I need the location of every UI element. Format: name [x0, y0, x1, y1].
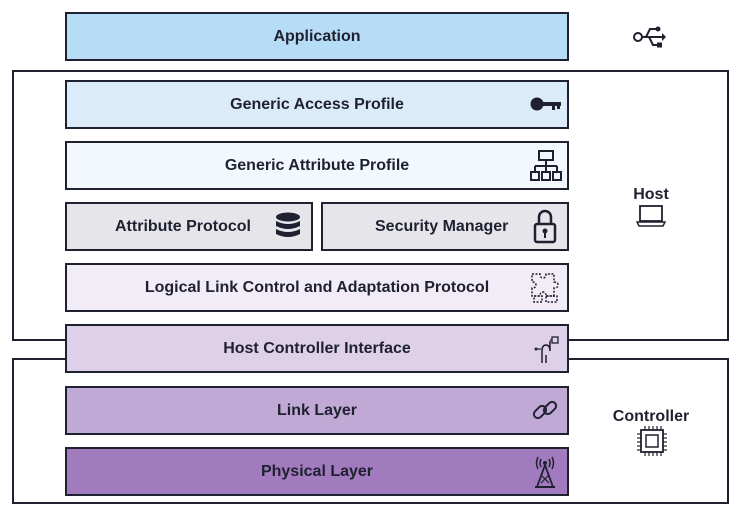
generic-access-profile-layer: Generic Access Profile: [65, 80, 569, 129]
link-icon: [532, 400, 558, 420]
application-layer: Application: [65, 12, 569, 61]
physical-layer: Physical Layer: [65, 447, 569, 496]
host-controller-interface-layer: Host Controller Interface: [65, 324, 569, 373]
padlock-icon: [533, 209, 557, 244]
gap-label: Generic Access Profile: [230, 95, 404, 113]
ll-label: Link Layer: [276, 401, 358, 419]
laptop-icon: [636, 205, 666, 227]
radio-tower-icon: [535, 456, 555, 488]
cable-icon: [534, 336, 559, 363]
phy-label: Physical Layer: [260, 462, 374, 480]
gatt-label: Generic Attribute Profile: [224, 156, 410, 174]
key-icon: [530, 97, 561, 111]
l2cap-label: Logical Link Control and Adaptation Prot…: [144, 278, 490, 296]
hierarchy-icon: [530, 150, 562, 181]
puzzle-icon: [531, 273, 559, 303]
host-label: Host: [633, 186, 669, 203]
sm-label: Security Manager: [375, 217, 509, 235]
database-icon: [276, 212, 300, 237]
att-label: Attribute Protocol: [115, 217, 251, 235]
security-manager-layer: Security Manager: [321, 202, 569, 251]
chip-icon: [637, 426, 667, 456]
l2cap-layer: Logical Link Control and Adaptation Prot…: [65, 263, 569, 312]
application-label: Application: [273, 27, 361, 45]
usb-icon: [633, 26, 666, 48]
link-layer: Link Layer: [65, 386, 569, 435]
hci-label: Host Controller Interface: [223, 339, 411, 357]
controller-label: Controller: [612, 408, 690, 425]
generic-attribute-profile-layer: Generic Attribute Profile: [65, 141, 569, 190]
